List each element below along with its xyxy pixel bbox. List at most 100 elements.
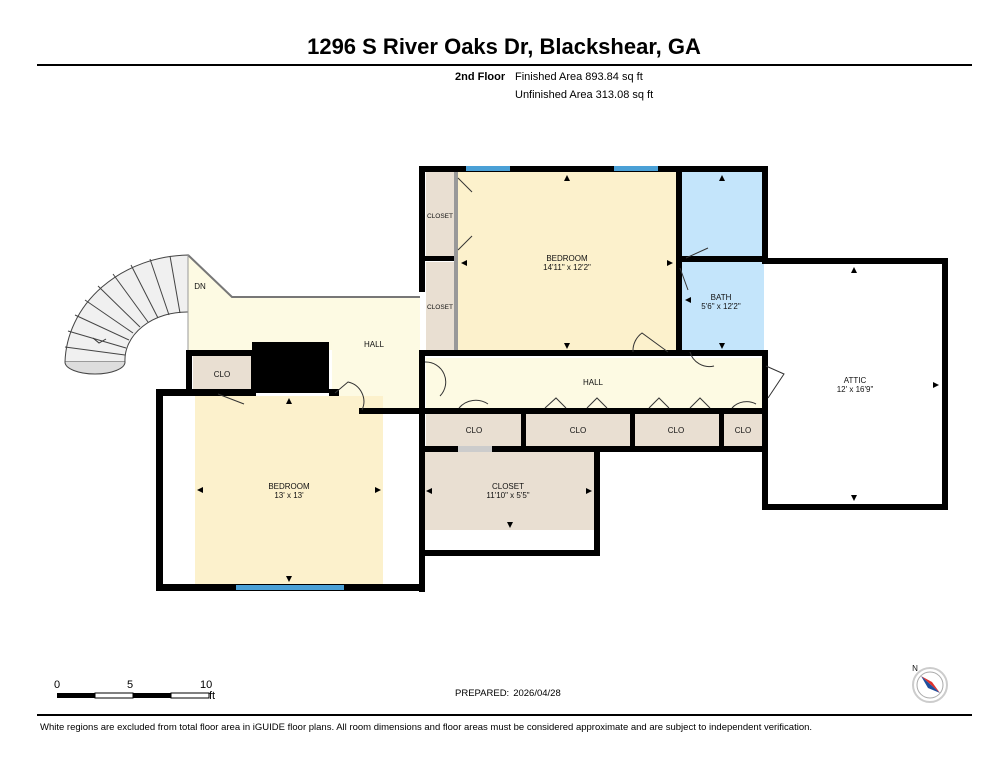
bedroom-main-dims: 14'11" x 12'2" (543, 263, 591, 272)
wall-right-top (762, 166, 768, 258)
wall-hall-right (762, 350, 768, 450)
bath-fill-lower (682, 262, 764, 352)
compass-north-label: N (912, 664, 918, 673)
bath-dims: 5'6" x 12'2" (701, 302, 741, 311)
arrow-closet-big-down (507, 522, 513, 528)
bedroom-main-fill (458, 172, 676, 352)
prepared-date: PREPARED:2026/04/28 (455, 688, 561, 699)
door-clo-4 (731, 401, 757, 409)
doors (217, 177, 785, 411)
door-clo-3b (689, 397, 711, 409)
unfinished-area-value: 313.08 sq ft (595, 89, 654, 101)
arrow-bedroom-main-right (667, 260, 673, 266)
arrow-bedroom-main-left (461, 260, 467, 266)
room-fills (188, 172, 764, 584)
scale-seg-1 (57, 693, 95, 698)
scale-seg-3 (133, 693, 171, 698)
bedroom-left-name: BEDROOM (268, 482, 310, 491)
door-clo-1 (458, 399, 489, 409)
door-clo-left (217, 393, 245, 405)
wall-bath-divider (676, 166, 682, 352)
floor-label: 2nd Floor (455, 71, 506, 83)
stair-arrow-icon (92, 337, 107, 344)
stair-rail (64, 361, 126, 375)
arrow-bedroom-left-down (286, 576, 292, 582)
clo-left-name: CLO (214, 370, 230, 379)
wall-bedroom-left-top-right (329, 389, 339, 396)
hall-upper-name: HALL (364, 340, 385, 349)
closet-b-fill (426, 262, 456, 352)
attic-name: ATTIC (844, 376, 867, 385)
closet-a-name: CLOSET (427, 213, 453, 220)
hall-upper-fill (188, 255, 420, 410)
closet-a-fill (426, 172, 456, 258)
window-bedroom-main-2 (614, 166, 658, 171)
window-bedroom-left (236, 585, 344, 590)
prepared-value: 2026/04/28 (513, 688, 561, 699)
wall-hall-angled (187, 254, 420, 298)
clo-2-name: CLO (570, 426, 586, 435)
scale-label-0: 0 (54, 679, 61, 691)
closet-b-name: CLOSET (427, 304, 453, 311)
clo-3-fill (635, 414, 719, 446)
wall-attic-left (762, 446, 768, 510)
scale-seg-4 (170, 692, 210, 699)
arrow-bath-up (719, 175, 725, 181)
clo-1-fill (426, 414, 521, 446)
hall-lower-name: HALL (583, 378, 604, 387)
arrow-bedroom-main-up (564, 175, 570, 181)
door-chimney (334, 381, 365, 411)
finished-area-label: Finished Area (515, 71, 583, 83)
stair-treads (64, 254, 189, 363)
wall-clo-div-1 (521, 414, 526, 446)
wall-closet-big-bottom (419, 550, 600, 556)
door-closet-a-1 (457, 177, 473, 193)
wall-hall-top (419, 350, 768, 356)
door-attic (765, 365, 785, 399)
attic-dims: 12' x 16'9" (837, 385, 874, 394)
door-clo-2b (586, 397, 608, 409)
arrow-bath-down (719, 343, 725, 349)
compass-needle-tail-icon (921, 676, 940, 693)
prepared-label: PREPARED: (455, 688, 510, 699)
wall-top (419, 166, 767, 172)
wall-attic-right (942, 258, 948, 510)
door-closet-a-2 (457, 235, 473, 251)
page-title: 1296 S River Oaks Dr, Blackshear, GA (307, 34, 701, 59)
arrow-attic-right (933, 382, 939, 388)
door-bath-1 (685, 247, 709, 259)
door-bedroom-main (632, 332, 669, 353)
scale-label-5: 5 (127, 679, 134, 691)
stairs-label: DN (194, 282, 206, 291)
bedroom-main-name: BEDROOM (546, 254, 588, 263)
scale-label-10: 10 (200, 679, 213, 691)
bedroom-left-fill (195, 396, 383, 584)
clo-left-fill (193, 356, 251, 390)
header-divider (37, 64, 972, 66)
door-opening-closet-big (458, 446, 492, 452)
arrow-bedroom-left-up (286, 398, 292, 404)
door-clo-3a (648, 397, 670, 409)
door-bath-hall (689, 351, 715, 368)
dimension-arrows (197, 175, 939, 582)
arrow-attic-down (851, 495, 857, 501)
arrow-bedroom-main-down (564, 343, 570, 349)
wall-hall-left-divider (419, 350, 425, 450)
wall-left-upper (419, 166, 425, 292)
wall-bath-mid (682, 256, 768, 262)
closet-big-dims: 11'10" x 5'5" (486, 491, 529, 500)
compass: N (912, 664, 948, 703)
clo-2-fill (526, 414, 630, 446)
disclaimer: White regions are excluded from total fl… (40, 722, 813, 733)
wall-clo-left-top (186, 350, 252, 356)
wall-clo-div-2 (630, 414, 635, 446)
wall-closet-side (454, 172, 458, 352)
wall-clo-bottom (419, 446, 768, 452)
door-clo-2a (544, 397, 567, 409)
unfinished-area-label: Unfinished Area (515, 89, 593, 101)
clo-3-name: CLO (668, 426, 684, 435)
wall-bedroom-left-outer (156, 389, 163, 591)
clo-4-name: CLO (735, 426, 751, 435)
